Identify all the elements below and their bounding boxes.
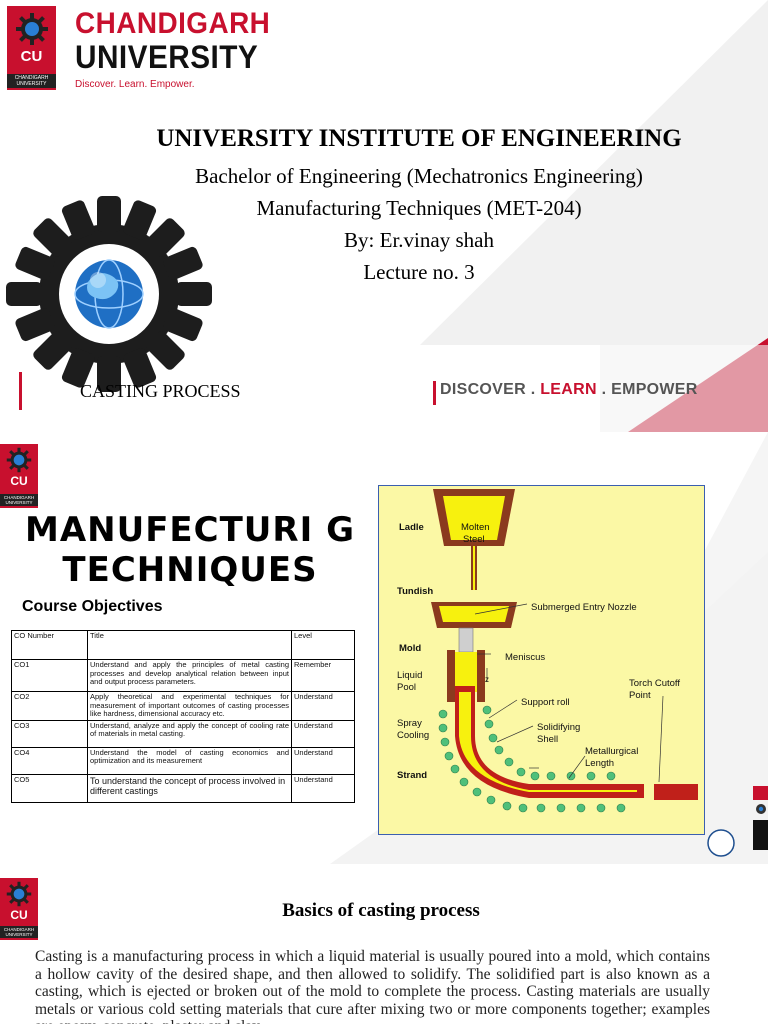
label-tundish: Tundish [397,586,433,597]
table-cell: CO2 [11,691,88,721]
objectives-heading: Course Objectives [22,598,163,615]
red-accent-bar [433,381,436,405]
topic-label: CASTING PROCESS [80,381,241,401]
label-solidifying: Solidifying [537,722,580,733]
label-steel: Steel [463,534,485,545]
label-strand: Strand [397,770,427,781]
label-liquid: Liquid [397,670,422,681]
section-heading: Basics of casting process [282,900,480,921]
badge-text: CU [10,908,28,922]
support-rolls [438,705,626,813]
label-point: Point [629,690,651,701]
strand-shape [455,686,644,798]
table-row: CO5 To understand the concept of process… [11,773,355,803]
label-meniscus: Meniscus [505,652,545,663]
table-cell: To understand the concept of process inv… [87,773,292,803]
table-cell: Understand and apply the principles of m… [87,659,292,692]
label-metallurgical: Metallurgical [585,746,638,757]
circle-outline-icon [707,829,735,857]
table-row: CO1 Understand and apply the principles … [11,659,355,692]
course-line: Manufacturing Techniques (MET-204) [256,196,582,220]
motto: DISCOVER . LEARN . EMPOWER [440,381,698,398]
lecture-line: Lecture no. 3 [363,260,475,284]
diagram-drawing: Ladle Molten Steel Tundish Submerged Ent… [397,489,698,813]
program-line: Bachelor of Engineering (Mechatronics En… [195,164,643,188]
table-cell: Understand, analyze and apply the concep… [87,719,292,748]
continuous-casting-diagram: Ladle Molten Steel Tundish Submerged Ent… [378,485,705,835]
institute-title: UNIVERSITY INSTITUTE OF ENGINEERING [156,125,682,152]
label-shell: Shell [537,734,558,745]
table-cell: Remember [291,659,355,692]
table-header-cell: Title [87,630,292,660]
label-mold: Mold [399,643,421,654]
label-cooling: Cooling [397,730,429,741]
slide-title: MANUFECTURI G TECHNIQUES [25,510,355,590]
table-cell: Apply theoretical and experimental techn… [87,691,292,721]
gear-globe-icon [6,196,212,392]
brand-tagline: Discover. Learn. Empower. [75,79,195,90]
mold-right [477,650,485,702]
label-z: z [485,675,489,684]
gear-icon [6,447,32,473]
background-shapes [420,0,768,432]
gear-icon [15,13,48,45]
table-cell: Understand [291,746,355,775]
label-torch: Torch Cutoff [629,678,680,689]
table-cell: CO5 [11,773,88,803]
badge-text: CU [20,48,43,65]
brand-name-line2: UNIVERSITY [75,39,259,75]
author-line: By: Er.vinay shah [344,228,494,252]
brand-name-line1: CHANDIGARH [75,7,271,40]
table-header-cell: CO Number [11,630,88,660]
body-paragraph: Casting is a manufacturing process in wh… [35,948,710,1024]
label-spray: Spray [397,718,422,729]
table-cell: CO4 [11,746,88,775]
table-row: CO4 Understand the model of casting econ… [11,746,355,775]
label-ladle: Ladle [399,522,424,533]
table-header-cell: Level [291,630,355,660]
course-objectives-table: CO Number Title Level CO1 Understand and… [11,630,355,803]
table-header-row: CO Number Title Level [11,630,355,660]
table-cell: CO1 [11,659,88,692]
table-cell: Understand the model of casting economic… [87,746,292,775]
label-support-roll: Support roll [521,697,570,708]
table-cell: Understand [291,691,355,721]
table-cell: Understand [291,719,355,748]
table-row: CO2 Apply theoretical and experimental t… [11,691,355,721]
table-row: CO3 Understand, analyze and apply the co… [11,719,355,748]
label-pool: Pool [397,682,416,693]
badge-text: CU [10,474,28,488]
table-cell: Understand [291,773,355,803]
label-molten: Molten [461,522,490,533]
table-cell: CO3 [11,719,88,748]
cut-section [654,784,698,800]
label-length: Length [585,758,614,769]
small-gear-icon [756,804,766,814]
red-accent-bar [19,372,22,410]
mold-left [447,650,455,702]
dark-tab [753,820,768,850]
red-tab [753,786,768,800]
label-nozzle: Submerged Entry Nozzle [531,602,637,613]
gear-icon [6,881,32,907]
